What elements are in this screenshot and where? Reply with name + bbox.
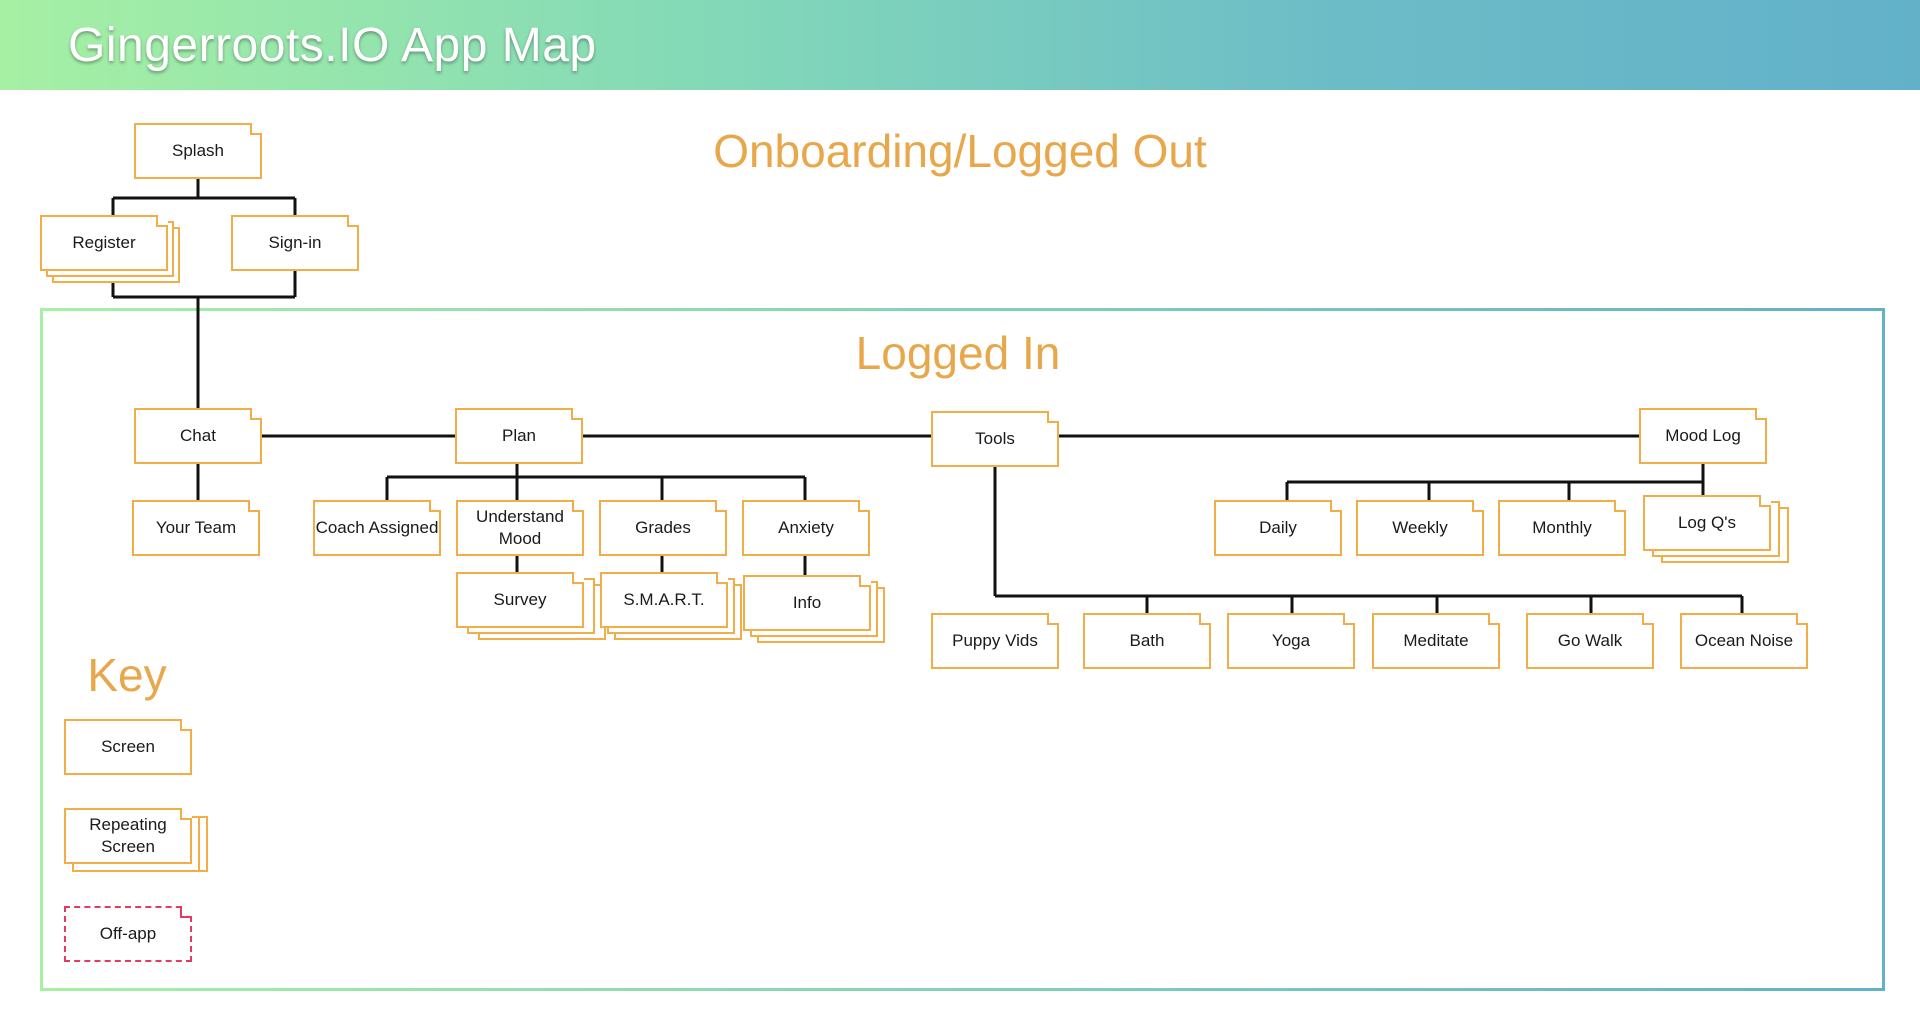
logged-in-section-title: Logged In [855,327,1061,379]
node-meditate: Meditate [1372,613,1500,669]
onboarding-section-title: Onboarding/Logged Out [713,125,1207,177]
node-mood-log: Mood Log [1639,408,1767,464]
node-coach-assigned: Coach Assigned [313,500,441,556]
node-register: Register [40,215,168,271]
node-yoga: Yoga [1227,613,1355,669]
node-monthly: Monthly [1498,500,1626,556]
node-signin: Sign-in [231,215,359,271]
node-chat: Chat [134,408,262,464]
node-bath: Bath [1083,613,1211,669]
node-anxiety: Anxiety [742,500,870,556]
node-info: Info [743,575,871,631]
node-weekly: Weekly [1356,500,1484,556]
legend-screen: Screen [64,719,192,775]
node-smart: S.M.A.R.T. [600,572,728,628]
node-go-walk: Go Walk [1526,613,1654,669]
node-understand-mood: Understand Mood [456,500,584,556]
node-puppy-vids: Puppy Vids [931,613,1059,669]
node-log-qs: Log Q's [1643,495,1771,551]
node-survey: Survey [456,572,584,628]
legend-repeating-screen: Repeating Screen [64,808,192,864]
legend-off-app: Off-app [64,906,192,962]
key-title: Key [87,649,167,701]
node-splash: Splash [134,123,262,179]
node-plan: Plan [455,408,583,464]
page-title: Gingerroots.IO App Map [68,19,597,72]
node-ocean-noise: Ocean Noise [1680,613,1808,669]
node-your-team: Your Team [132,500,260,556]
node-daily: Daily [1214,500,1342,556]
header-bar: Gingerroots.IO App Map [0,0,1920,90]
node-tools: Tools [931,411,1059,467]
node-grades: Grades [599,500,727,556]
